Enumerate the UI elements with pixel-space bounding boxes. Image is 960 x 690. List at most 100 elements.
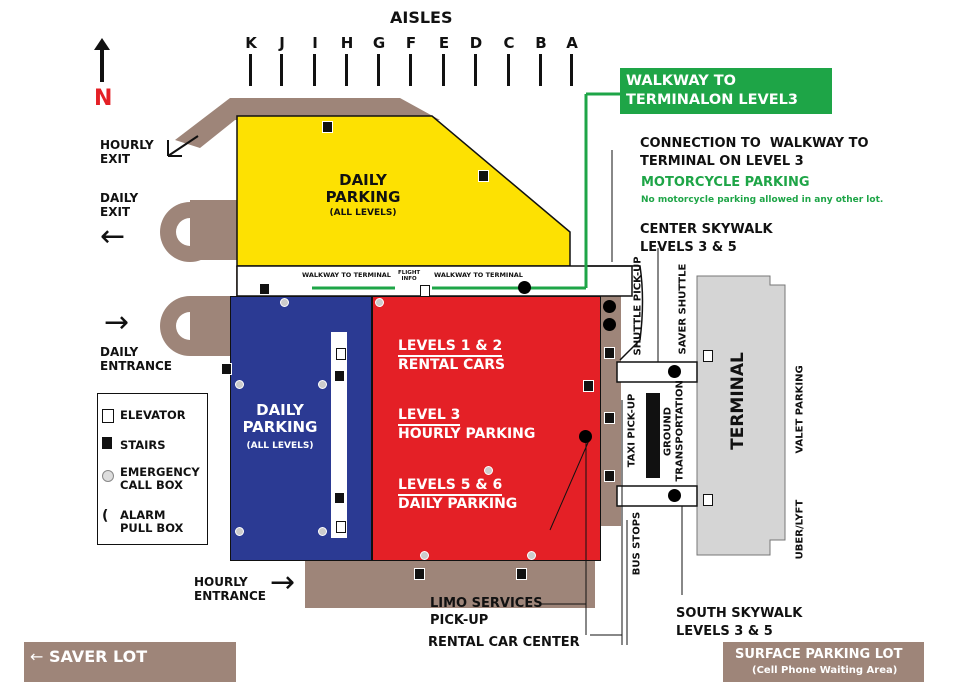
connection-callout: CONNECTION TO WALKWAY TO TERMINAL ON LEV… (640, 136, 869, 170)
aisle-tick-b (539, 54, 542, 86)
stairs-icon (334, 370, 345, 382)
red-lot-level-3: LEVEL 3 HOURLY PARKING (398, 407, 535, 442)
daily-exit-label: DAILY EXIT (100, 191, 139, 219)
legend-box (97, 393, 208, 545)
stairs-icon (583, 380, 594, 392)
aisle-label-k: K (245, 34, 257, 52)
aisle-label-f: F (405, 34, 417, 52)
stairs-icon (478, 170, 489, 182)
levels-5-6-heading: LEVELS 5 & 6 (398, 477, 503, 497)
stairs-icon (516, 568, 527, 580)
yellow-lot-subtitle: (ALL LEVELS) (329, 208, 397, 218)
blue-daily-parking-lot[interactable] (230, 296, 372, 561)
shuttle-pickup-label: SHUTTLE PICK-UP (632, 256, 644, 356)
hourly-exit-label: HOURLY EXIT (100, 138, 154, 166)
surface-parking-note: (Cell Phone Waiting Area) (752, 665, 898, 676)
stairs-icon (604, 412, 615, 424)
aisle-label-i: I (312, 34, 318, 52)
red-lot-levels-5-6: LEVELS 5 & 6 DAILY PARKING (398, 477, 517, 512)
aisle-label-a: A (566, 34, 578, 52)
stairs-icon (322, 121, 333, 133)
emergency-call-box-icon (318, 380, 327, 389)
flight-info-label: FLIGHT INFO (398, 270, 421, 283)
aisle-tick-a (570, 54, 573, 86)
skywalk-dot-center (668, 365, 681, 378)
aisle-tick-d (474, 54, 477, 86)
aisle-label-h: H (340, 34, 354, 52)
hourly-entrance-label: HOURLY ENTRANCE (194, 575, 266, 603)
aisle-label-c: C (503, 34, 515, 52)
motorcycle-dot-1 (603, 300, 616, 313)
rental-cars-label: RENTAL CARS (398, 357, 506, 374)
ground-transportation-label: GROUND TRANSPORTATION (662, 380, 686, 482)
arrow-left-icon: ← (30, 647, 44, 666)
saver-shuttle-label: SAVER SHUTTLE (677, 263, 689, 355)
alarm-pull-box-icon: ( (102, 508, 109, 524)
emergency-call-box-icon (280, 298, 289, 307)
legend-elevator: ELEVATOR (120, 408, 186, 422)
aisle-tick-f (409, 54, 412, 86)
aisle-tick-j (280, 54, 283, 86)
legend-alarm: ALARM PULL BOX (120, 508, 184, 536)
stairs-icon (604, 470, 615, 482)
elevator-icon (703, 350, 713, 362)
valet-parking-label: VALET PARKING (794, 365, 806, 454)
stairs-icon (102, 437, 112, 449)
south-skywalk-label: SOUTH SKYWALK LEVELS 3 & 5 (676, 606, 803, 639)
walkway-banner (620, 68, 832, 114)
blue-lot-subtitle: (ALL LEVELS) (246, 441, 314, 451)
hourly-parking-label: HOURLY PARKING (398, 426, 536, 443)
hourly-entrance-arrow-icon: → (270, 565, 296, 600)
legend-emergency: EMERGENCY CALL BOX (120, 465, 200, 493)
daily-parking-label: DAILY PARKING (398, 496, 518, 513)
hourly-exit-arrow-icon (167, 135, 199, 157)
red-lot-levels-1-2: LEVELS 1 & 2 RENTAL CARS (398, 338, 505, 373)
rental-car-center-label: RENTAL CAR CENTER (428, 635, 580, 650)
yellow-lot-title: DAILY PARKING (325, 171, 401, 207)
legend-stairs: STAIRS (120, 438, 166, 452)
surface-parking-label[interactable]: SURFACE PARKING LOT (735, 647, 903, 662)
aisle-tick-k (249, 54, 252, 86)
level-3-heading: LEVEL 3 (398, 407, 461, 427)
elevator-icon (420, 285, 430, 297)
elevator-icon (336, 348, 346, 360)
emergency-call-box-icon (375, 298, 384, 307)
aisle-tick-h (345, 54, 348, 86)
walkway-banner-text: WALKWAY TO TERMINALON LEVEL3 (626, 73, 798, 108)
blue-lot-title: DAILY PARKING (242, 401, 318, 437)
levels-1-2-heading: LEVELS 1 & 2 (398, 338, 503, 358)
aisle-tick-e (442, 54, 445, 86)
red-parking-lot[interactable] (372, 296, 601, 561)
aisle-label-b: B (535, 34, 547, 52)
aisles-title: AISLES (390, 8, 453, 27)
daily-exit-arrow-icon: ← (100, 219, 126, 254)
aisle-label-d: D (469, 34, 483, 52)
skywalk-dot-south (668, 489, 681, 502)
elevator-icon (336, 521, 346, 533)
walkway-strip-label-left: WALKWAY TO TERMINAL (302, 271, 391, 279)
hourly-parking-dot (579, 430, 592, 443)
limo-services-label: LIMO SERVICES PICK-UP (430, 596, 543, 628)
aisle-label-j: J (279, 34, 285, 52)
blue-lot-white-divider (331, 332, 347, 538)
saver-lot-link[interactable]: ← SAVER LOT (30, 647, 148, 666)
emergency-call-box-icon (318, 527, 327, 536)
stairs-icon (414, 568, 425, 580)
uber-lyft-label: UBER/LYFT (794, 499, 806, 560)
aisle-tick-i (313, 54, 316, 86)
stairs-icon (221, 363, 232, 375)
taxi-pickup-label: TAXI PICK-UP (626, 393, 638, 468)
center-skywalk-label: CENTER SKYWALK LEVELS 3 & 5 (640, 222, 773, 255)
bus-stops-label: BUS STOPS (631, 511, 643, 576)
emergency-call-box-icon (527, 551, 536, 560)
saver-lot-label: SAVER LOT (48, 647, 148, 666)
stairs-icon (334, 492, 345, 504)
motorcycle-dot-2 (603, 318, 616, 331)
daily-entrance-label: DAILY ENTRANCE (100, 345, 172, 373)
aisle-label-g: G (372, 34, 386, 52)
aisle-label-e: E (438, 34, 450, 52)
